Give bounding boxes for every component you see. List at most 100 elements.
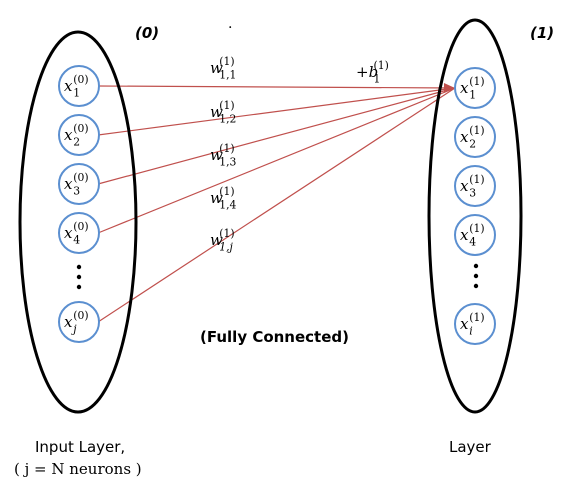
input-neuron-label: x(0)1 (64, 73, 89, 100)
input-neuron-label-subscript: 4 (73, 233, 80, 246)
weight-label: w(1)1,2 (210, 99, 236, 126)
weight-label-superscript: (1) (219, 227, 234, 240)
weight-label-superscript: (1) (219, 55, 234, 68)
output-neuron: x(1)4 (454, 214, 496, 256)
weight-label-subscript: 1,4 (219, 198, 236, 211)
output-neuron: x(1)3 (454, 165, 496, 207)
weight-label: w(1)1,3 (210, 142, 237, 169)
output-neuron-circle (454, 116, 496, 158)
bias: +b(1)1 (356, 59, 389, 86)
input-layer-index: (0) (135, 24, 159, 42)
weight-label-subscript: 1,2 (219, 112, 236, 125)
connection-edges (97, 83, 456, 323)
weight-label-base: w (210, 59, 223, 77)
input-neuron-circle (58, 301, 100, 343)
input-neuron-label-superscript: (0) (73, 73, 88, 86)
weight-label-subscript: 1,1 (219, 68, 236, 81)
input-neuron: x(0)2 (58, 114, 100, 156)
output-neuron-circle (454, 214, 496, 256)
output-neuron-label: x(1)2 (460, 124, 485, 151)
weight-label: w(1)1,j (210, 227, 235, 254)
input-neuron: x(0)1 (58, 65, 100, 107)
weight-label-base: w (210, 189, 223, 207)
weight-label: w(1)1,4 (210, 185, 237, 212)
output-neurons: x(1)1x(1)2x(1)3x(1)4x(1)i (454, 67, 496, 345)
bias-label: +b(1)1 (356, 59, 389, 86)
input-layer-caption-line1: Input Layer, (35, 438, 125, 456)
input-neuron-label-superscript: (0) (73, 309, 88, 322)
input-neuron-label-base: x (64, 126, 73, 144)
arrowhead (444, 83, 455, 93)
input-neuron: x(0)j (58, 301, 100, 343)
output-neuron-circle (454, 303, 496, 345)
output-layer-caption: Layer (449, 438, 492, 456)
fully-connected-label: (Fully Connected) (200, 328, 349, 346)
output-layer-ellipse (427, 18, 523, 414)
input-neuron-label: x(0)3 (64, 171, 89, 198)
input-neuron: x(0)4 (58, 212, 100, 254)
edge-x2-to-y1 (97, 87, 456, 136)
input-layer-ellipse (18, 30, 138, 414)
output-neuron-label: x(1)i (460, 311, 485, 338)
input-neuron-label-superscript: (0) (73, 122, 88, 135)
bias-base: +b (356, 63, 378, 81)
edge-x4-to-y1 (97, 87, 456, 234)
input-neuron-label-base: x (64, 224, 73, 242)
weight-label-subscript: 1,j (219, 240, 233, 253)
weight-label-superscript: (1) (219, 185, 234, 198)
output-neuron-circle (454, 67, 496, 109)
output-neuron-label-base: x (460, 177, 469, 195)
edge-x1-to-y1 (97, 85, 456, 89)
edge-x3-to-y1 (97, 87, 456, 185)
output-neuron-label-base: x (460, 226, 469, 244)
output-neuron: x(1)1 (454, 67, 496, 109)
edge-xj-to-y1 (97, 87, 456, 323)
output-neuron-label: x(1)3 (460, 173, 485, 200)
input-layer-caption-line2: ( j = N neurons ) (14, 460, 142, 478)
input-neurons: x(0)1x(0)2x(0)3x(0)4x(0)j (58, 65, 100, 343)
output-layer-index: (1) (530, 24, 554, 42)
input-neuron-label-superscript: (0) (73, 220, 88, 233)
input-neuron-circle (58, 114, 100, 156)
input-neuron-label-subscript: 1 (73, 86, 80, 99)
input-neuron-circle (58, 212, 100, 254)
output-neuron-label-superscript: (1) (469, 173, 484, 186)
input-vertical-ellipsis (76, 264, 82, 290)
input-neuron-label-subscript: 2 (73, 135, 80, 148)
output-neuron-label-superscript: (1) (469, 222, 484, 235)
input-neuron-label-subscript: 3 (73, 184, 80, 197)
input-neuron-label-base: x (64, 313, 73, 331)
weight-label-superscript: (1) (219, 99, 234, 112)
output-neuron-label-base: x (460, 79, 469, 97)
bias-superscript: (1) (374, 59, 389, 72)
output-neuron-label-base: x (460, 128, 469, 146)
bias-subscript: 1 (374, 72, 381, 85)
input-neuron-label: x(0)2 (64, 122, 89, 149)
input-neuron-label-base: x (64, 175, 73, 193)
output-vertical-ellipsis (473, 263, 479, 289)
output-neuron-label-subscript: 4 (469, 235, 476, 248)
output-neuron-label-superscript: (1) (469, 124, 484, 137)
output-neuron-label-superscript: (1) (469, 311, 484, 324)
output-neuron-label-subscript: 1 (469, 88, 476, 101)
weight-label-base: w (210, 146, 223, 164)
output-neuron-label-base: x (460, 315, 469, 333)
output-neuron-label-subscript: 3 (469, 186, 476, 199)
input-neuron-label: x(0)j (64, 309, 89, 336)
input-neuron-label-subscript: j (71, 322, 77, 335)
output-neuron: x(1)i (454, 303, 496, 345)
input-neuron: x(0)3 (58, 163, 100, 205)
weight-labels: w(1)1,1w(1)1,2w(1)1,3w(1)1,4w(1)1,j (210, 55, 237, 254)
input-neuron-label: x(0)4 (64, 220, 89, 247)
output-neuron-label: x(1)4 (460, 222, 485, 249)
output-neuron-label-subscript: 2 (469, 137, 476, 150)
output-neuron-circle (454, 165, 496, 207)
weight-label-base: w (210, 103, 223, 121)
weight-label-superscript: (1) (219, 142, 234, 155)
input-neuron-label-superscript: (0) (73, 171, 88, 184)
output-neuron-label-subscript: i (469, 324, 472, 337)
weight-label-base: w (210, 231, 223, 249)
weight-label: w(1)1,1 (210, 55, 236, 82)
weight-label-subscript: 1,3 (219, 155, 236, 168)
